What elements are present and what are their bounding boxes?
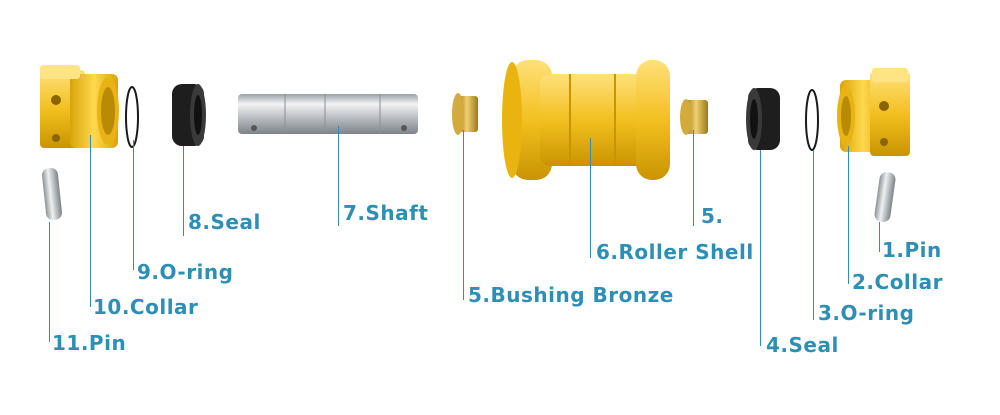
label-seal-right: 4.Seal (766, 333, 839, 357)
leader-collar-left (90, 135, 91, 307)
leader-oring-left (133, 140, 134, 270)
pin-right-part (874, 172, 896, 222)
leader-pin-left (49, 222, 50, 342)
leader-oring-right (813, 150, 814, 320)
leader-seal-right (760, 150, 761, 346)
roller-shell-part (502, 60, 670, 180)
label-collar-right: 2.Collar (852, 270, 944, 294)
label-seal-left: 8.Seal (188, 210, 261, 234)
oring-right-part (805, 89, 819, 151)
label-roller-shell: 6.Roller Shell (596, 240, 754, 264)
leader-shaft (338, 126, 339, 226)
label-oring-left: 9.O-ring (137, 260, 234, 284)
leader-collar-right (848, 146, 849, 284)
leader-pin-right (879, 222, 880, 252)
bushing-right-part (680, 99, 708, 135)
pin-left-part (42, 167, 62, 221)
collar-right-part (837, 68, 910, 156)
seal-left-part (172, 84, 206, 146)
label-bushing-right: 5. (701, 204, 724, 228)
label-pin-left: 11.Pin (52, 331, 127, 355)
leader-bushing-right (693, 130, 694, 226)
seal-right-part (746, 88, 780, 150)
bushing-left-part (452, 93, 478, 135)
oring-left-part (125, 86, 139, 148)
collar-left-part (40, 65, 119, 148)
label-collar-left: 10.Collar (93, 295, 199, 319)
label-oring-right: 3.O-ring (818, 301, 915, 325)
label-pin-right: 1.Pin (882, 238, 942, 262)
label-bushing-left: 5.Bushing Bronze (468, 283, 674, 307)
leader-roller-shell (590, 138, 591, 258)
leader-seal-left (183, 146, 184, 236)
leader-bushing-left (463, 130, 464, 300)
shaft-part (238, 94, 418, 134)
label-shaft: 7.Shaft (343, 201, 429, 225)
